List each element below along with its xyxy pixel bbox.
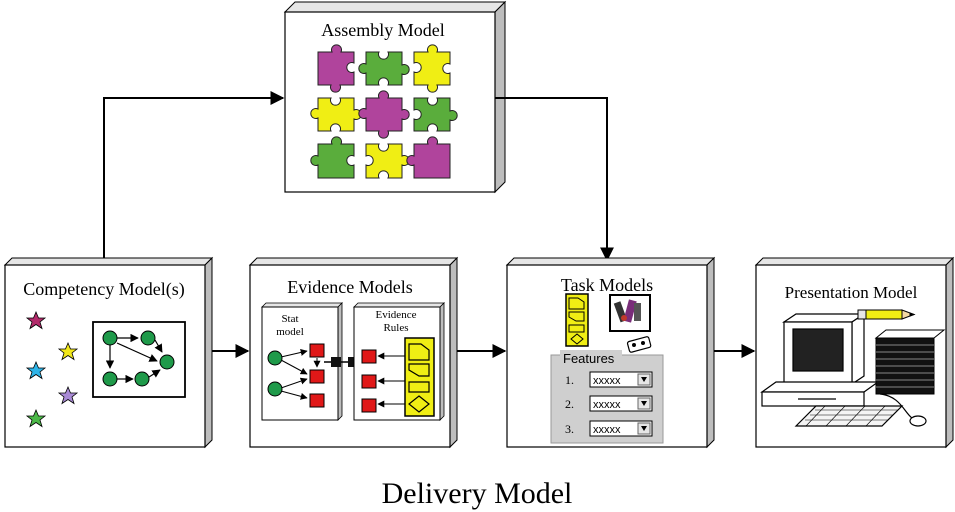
feature-row: 1. xxxxx <box>565 371 653 388</box>
evidence-observable <box>361 349 377 364</box>
pencil-icon <box>857 309 916 320</box>
feature-row: 3. xxxxx <box>565 420 653 437</box>
delivery-model-title: Delivery Model <box>382 477 573 510</box>
arrow-assembly-to-task <box>495 97 614 262</box>
task-models-box: Task Models Features 1. <box>505 256 716 449</box>
evidence-models-box: Evidence Models Stat model <box>248 256 459 449</box>
feature-value: xxxxx <box>593 424 621 436</box>
features-panel: Features 1. xxxxx 2. xxxxx <box>550 350 664 444</box>
competency-network <box>92 321 186 398</box>
stat-node <box>267 350 283 366</box>
puzzle-piece-green <box>413 97 458 132</box>
puzzle-piece-green <box>358 51 410 86</box>
task-media-icon <box>609 294 651 332</box>
competency-node <box>102 330 118 346</box>
star-icon <box>57 341 79 361</box>
evidence-rules-card: Evidence Rules <box>353 302 445 421</box>
arrow-competency-to-assembly <box>103 91 285 262</box>
mouse-icon <box>909 415 927 427</box>
star-icon <box>25 360 47 380</box>
presentation-model-title: Presentation Model <box>785 283 918 302</box>
feature-number: 3. <box>565 422 574 436</box>
feature-number: 2. <box>565 397 574 411</box>
stat-observable <box>309 369 325 384</box>
puzzle-piece-green <box>310 136 355 179</box>
evidence-rules-label: Evidence <box>376 309 417 321</box>
feature-select[interactable]: xxxxx <box>589 395 653 412</box>
feature-select[interactable]: xxxxx <box>589 371 653 388</box>
feature-number: 1. <box>565 373 574 387</box>
star-icon <box>57 385 79 405</box>
feature-value: xxxxx <box>593 399 621 411</box>
puzzle-piece-yellow <box>310 97 362 132</box>
assembly-model-title: Assembly Model <box>321 20 445 40</box>
star-icon <box>25 310 47 330</box>
presentation-model-box: Presentation Model <box>754 256 955 449</box>
star-icons <box>25 310 79 428</box>
task-yellow-icon <box>565 293 589 347</box>
puzzle-piece-purple <box>358 90 410 139</box>
tape-icon <box>626 336 652 353</box>
assembly-model-box: Assembly Model <box>283 0 507 194</box>
feature-row: 2. xxxxx <box>565 395 653 412</box>
competency-node <box>134 371 150 387</box>
feature-select[interactable]: xxxxx <box>589 420 653 437</box>
work-product-icon <box>404 337 435 417</box>
stat-observable <box>309 343 325 358</box>
stat-model-label: Stat <box>281 313 298 325</box>
puzzle-piece-purple <box>406 136 451 179</box>
puzzle-piece-purple <box>317 44 355 93</box>
evidence-observable <box>361 398 377 413</box>
features-label: Features <box>563 351 615 366</box>
paper-stack-icon <box>874 329 946 395</box>
competency-model-box: Competency Model(s) <box>3 256 214 449</box>
star-icon <box>25 408 47 428</box>
competency-node <box>102 371 118 387</box>
competency-node <box>140 330 156 346</box>
evidence-observable <box>361 374 377 389</box>
puzzle-piece-yellow <box>365 143 410 179</box>
evidence-rules-label: Rules <box>383 322 408 334</box>
evidence-models-title: Evidence Models <box>287 277 412 297</box>
task-models-title: Task Models <box>561 275 653 295</box>
feature-value: xxxxx <box>593 375 621 387</box>
stat-node <box>267 381 283 397</box>
stat-model-label: model <box>276 326 304 338</box>
stat-observable <box>309 393 325 408</box>
computer-icon <box>760 312 927 427</box>
puzzle-pieces <box>310 44 458 179</box>
stat-model-card: Stat model <box>261 302 343 421</box>
competency-node <box>159 354 175 370</box>
puzzle-piece-yellow <box>413 44 451 93</box>
competency-model-title: Competency Model(s) <box>23 279 184 300</box>
